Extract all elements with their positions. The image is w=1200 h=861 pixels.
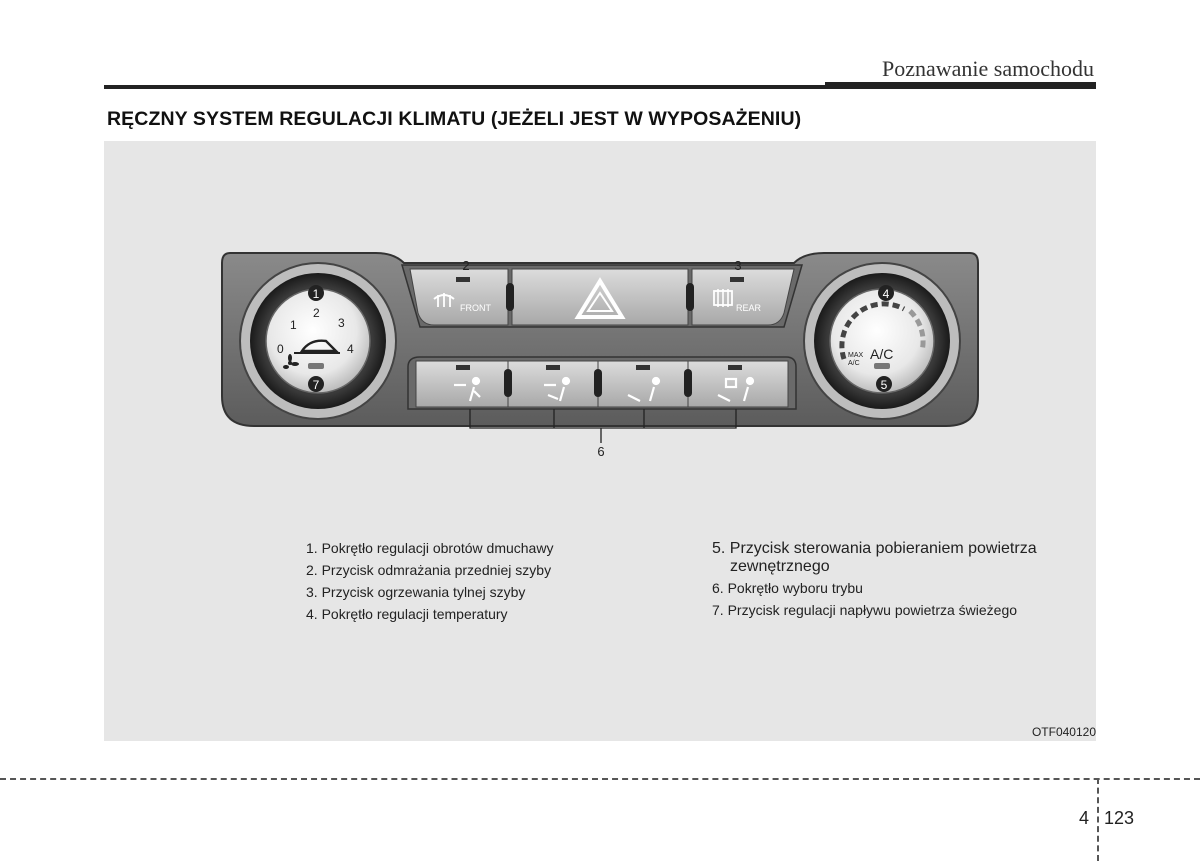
callout-7: 7: [313, 378, 320, 392]
fan-speed-4: 4: [347, 342, 354, 356]
rear-defrost-button[interactable]: [691, 268, 795, 326]
header-rule-accent: [825, 82, 1096, 85]
max-label: MAX: [848, 352, 864, 359]
legend-item-3: 3. Przycisk ogrzewania tylnej szyby: [306, 584, 526, 600]
callout-4: 4: [883, 287, 890, 301]
temperature-scale: [839, 301, 906, 360]
fan-speed-knob[interactable]: 1 2 3 0 4: [239, 262, 397, 420]
legend-item-7: 7. Przycisk regulacji napływu powietrza …: [712, 602, 1018, 618]
legend-item-5: 5. Przycisk sterowania pobieraniem powie…: [712, 540, 1052, 576]
legend-item-5-line-2: zewnętrznego: [730, 558, 830, 575]
recirculation-icon: [299, 339, 339, 353]
callout-5: 5: [881, 378, 888, 392]
callout-3: 3: [734, 258, 741, 273]
fan-icon: [283, 354, 299, 369]
front-defrost-button[interactable]: [409, 268, 509, 326]
running-header: Poznawanie samochodu: [882, 56, 1094, 81]
legend-left: 1. Pokrętło regulacji obrotów dmuchawy 2…: [306, 540, 553, 628]
header-rule: [104, 85, 1096, 89]
legend-item-5-line-1: 5. Przycisk sterowania pobieraniem powie…: [712, 540, 1037, 557]
footer-rule: [0, 778, 1200, 780]
legend-item-2: 2. Przycisk odmrażania przedniej szyby: [306, 562, 552, 578]
fan-speed-2: 2: [313, 306, 320, 320]
section-title: RĘCZNY SYSTEM REGULACJI KLIMATU (JEŻELI …: [107, 108, 802, 130]
fan-speed-3: 3: [338, 316, 345, 330]
legend-right: 5. Przycisk sterowania pobieraniem powie…: [712, 540, 1052, 624]
callout-markers: 1 2 3 4 5 6 7: [308, 258, 894, 459]
legend-item-6: 6. Pokrętło wyboru trybu: [712, 580, 863, 596]
climate-panel-illustration: FRONT REAR: [221, 252, 979, 459]
climate-panel-figure: FRONT REAR: [104, 141, 1096, 741]
fan-speed-1: 1: [290, 318, 297, 332]
temperature-knob[interactable]: MAX A/C A/C: [803, 262, 961, 420]
callout-2: 2: [462, 258, 469, 273]
legend-item-1: 1. Pokrętło regulacji obrotów dmuchawy: [306, 540, 554, 556]
footer-divider: [1097, 778, 1099, 861]
rear-defrost-icon: [713, 289, 733, 307]
fan-speed-0: 0: [277, 342, 284, 356]
callout-6-bracket: [469, 409, 737, 443]
max-ac-label: A/C: [848, 360, 860, 367]
page-number: 123: [1104, 808, 1135, 828]
callout-6: 6: [597, 444, 604, 459]
chapter-number: 4: [1079, 808, 1090, 828]
figure-code: OTF040120: [1031, 725, 1096, 739]
callout-1: 1: [313, 287, 320, 301]
ac-label: A/C: [870, 346, 893, 362]
hazard-icon: [574, 277, 626, 319]
mode-buttons: [415, 360, 789, 408]
front-label: FRONT: [460, 303, 491, 313]
legend-item-4: 4. Pokrętło regulacji temperatury: [306, 606, 508, 622]
front-defrost-icon: [433, 293, 455, 307]
rear-label: REAR: [736, 303, 762, 313]
